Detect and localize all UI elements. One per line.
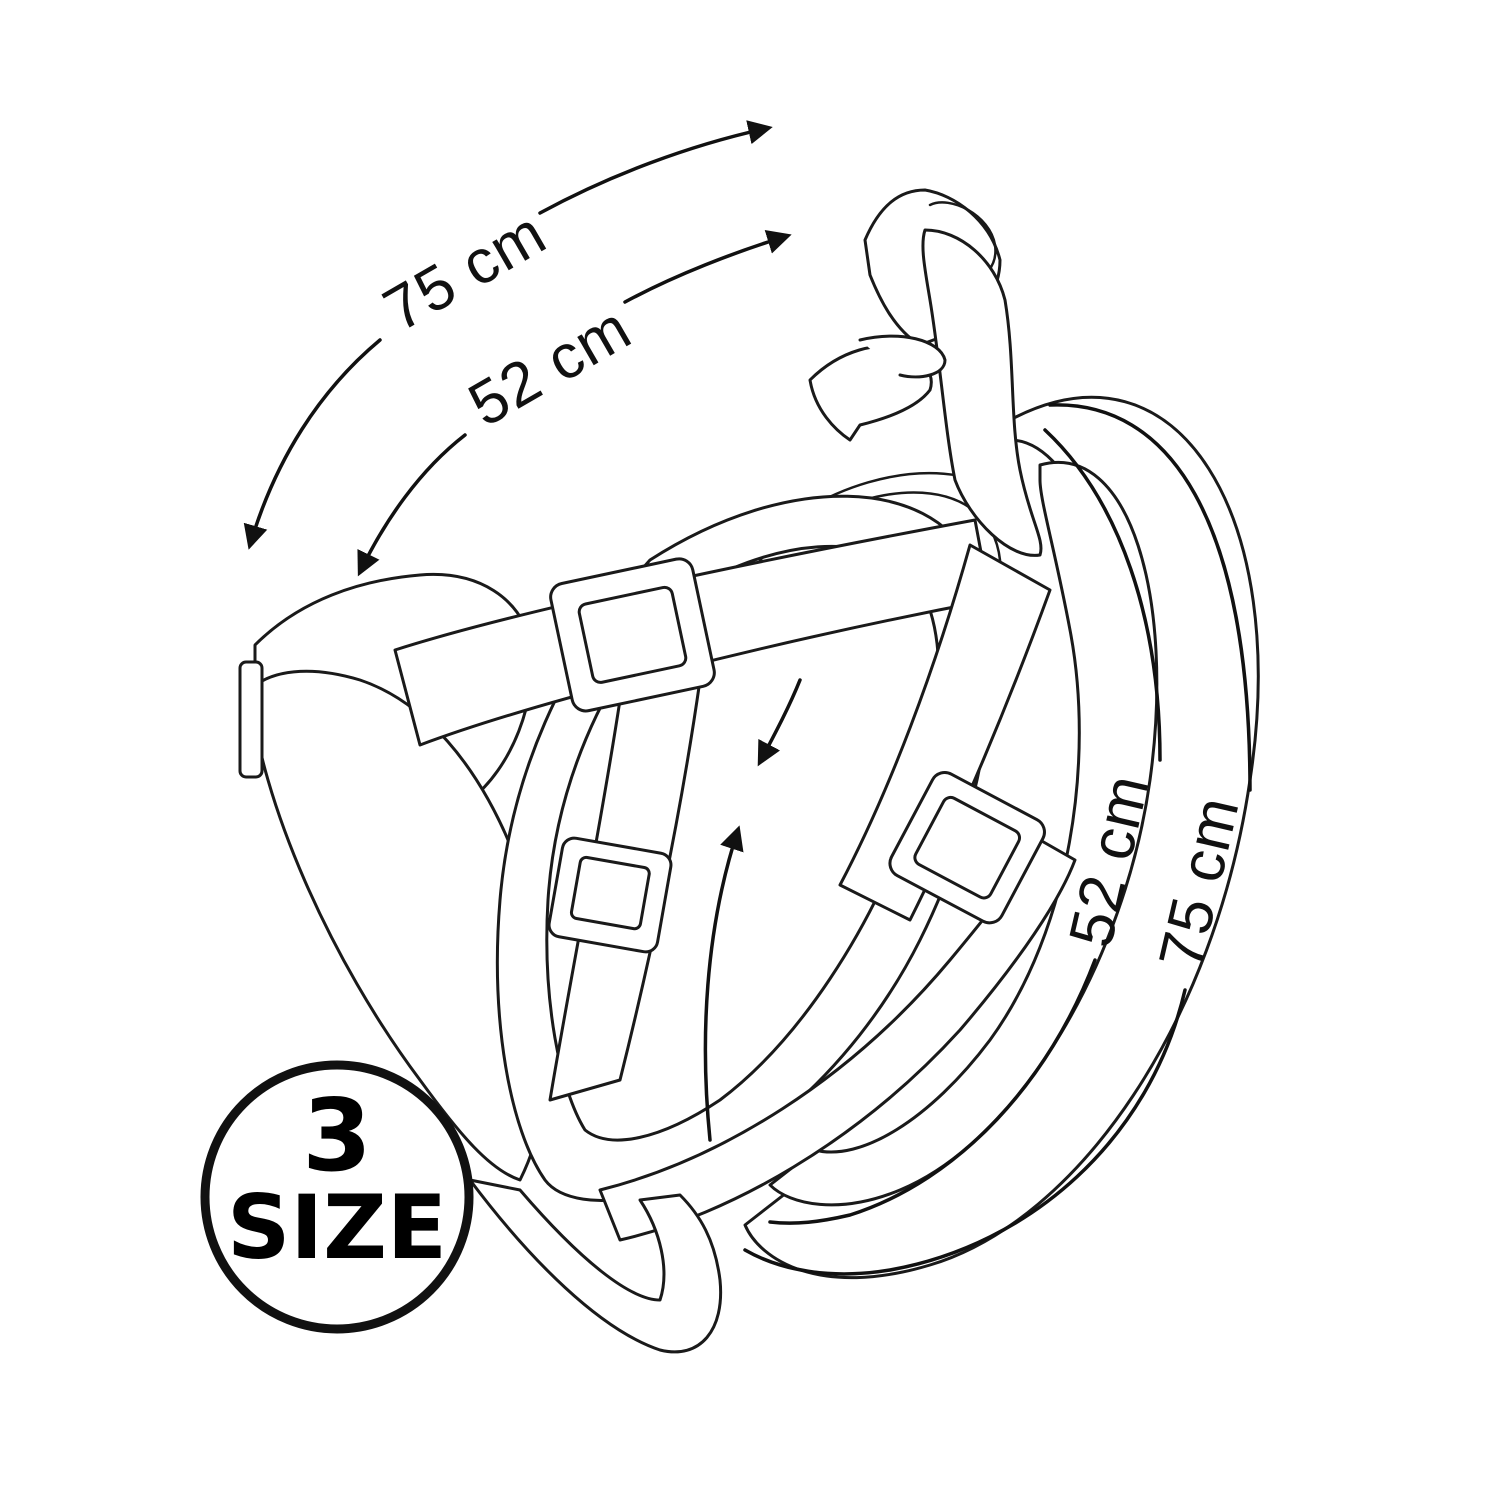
buckle [808,334,947,442]
right-outer-dimension [743,403,1252,1276]
back-strap [921,228,1043,557]
top-outer-dimension [243,120,773,550]
chest-plate-edge [238,660,264,779]
slider-top [549,557,716,713]
top-inner-label: 52 cm [458,293,643,440]
inner-loop [768,461,1159,1207]
inner-arrows [703,678,802,1142]
size-badge: 3 SIZE [200,1060,474,1334]
neck-piece [863,188,1043,557]
size-badge-number: 3 [302,1077,372,1194]
top-inner-dimension [357,230,792,577]
belly-strap [468,838,1077,1354]
right-inner-dimension [768,428,1162,1225]
side-strap [838,543,1052,922]
top-outer-label: 75 cm [373,198,558,345]
size-badge-word: SIZE [227,1176,447,1279]
slider-side [888,770,1046,925]
chest-plate [238,572,552,1182]
slider-lower [547,836,673,954]
size-badge-ring [200,1060,474,1334]
